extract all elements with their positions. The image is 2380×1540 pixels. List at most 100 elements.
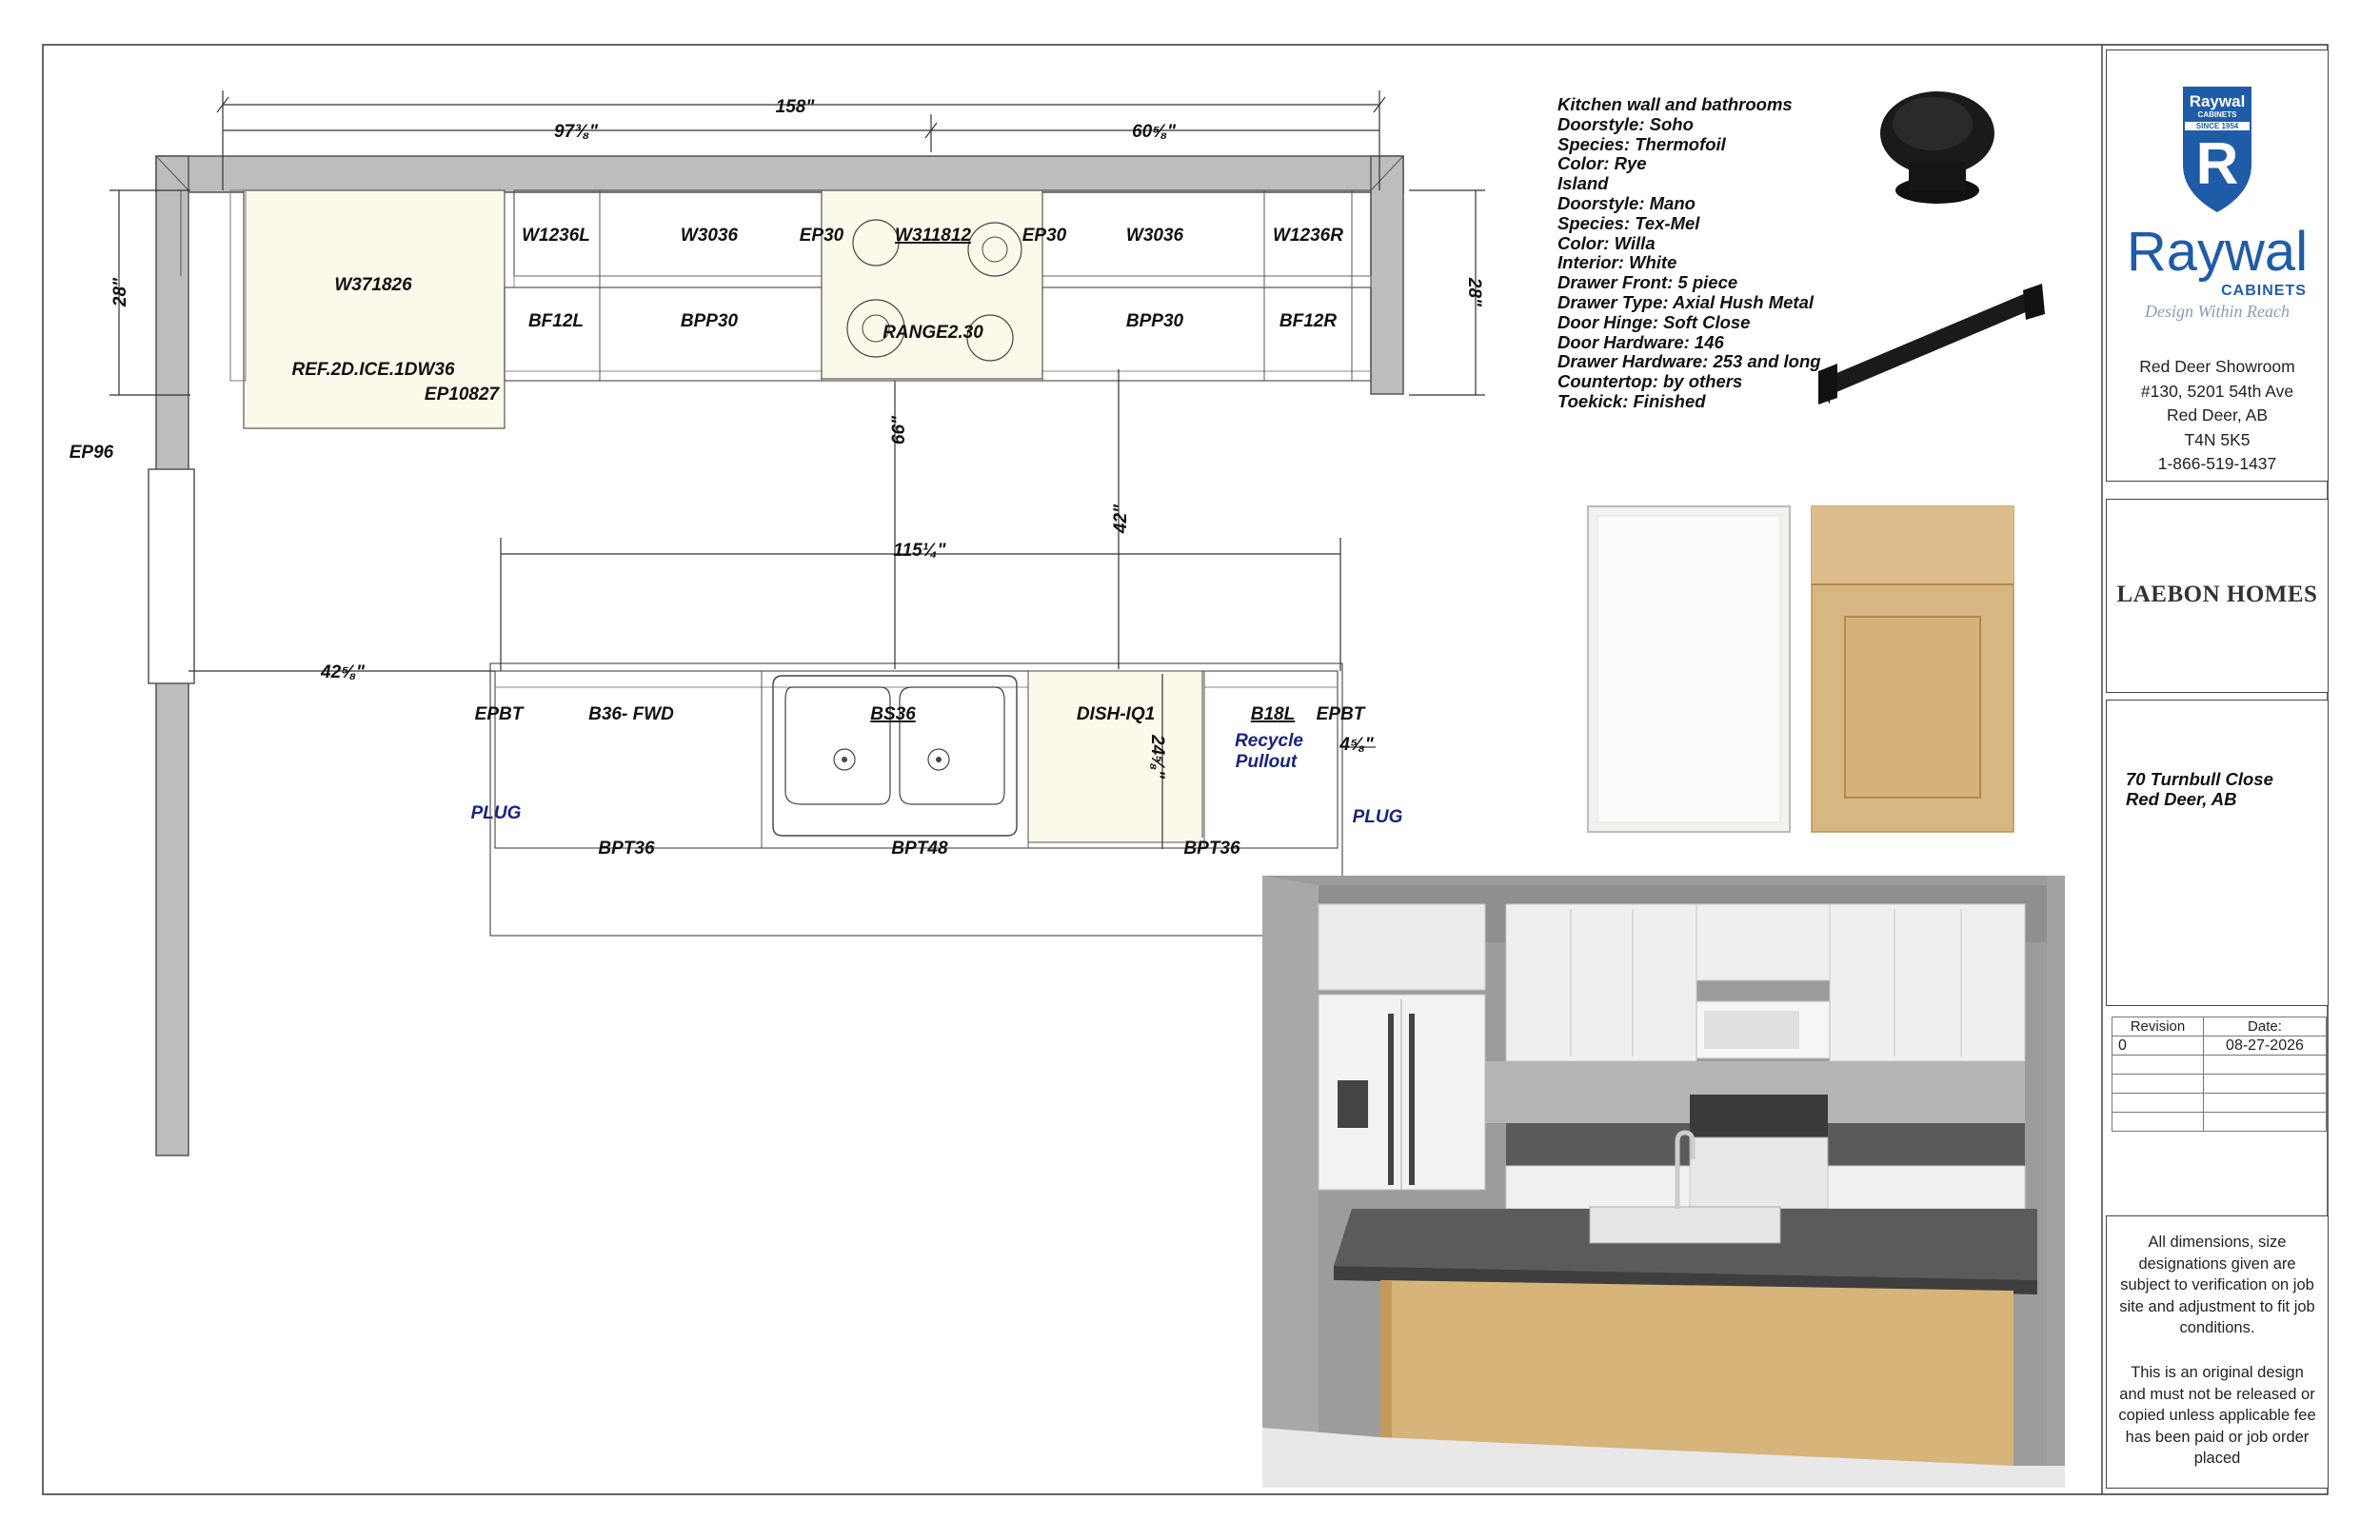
label-bpp30-right: BPP30 [1126, 311, 1184, 331]
label-epbt-right: EPBT [1317, 704, 1366, 724]
specifications-list: Kitchen wall and bathrooms Doorstyle: So… [1557, 94, 1821, 412]
double-sink [772, 675, 1018, 837]
dim-left-run: 97⅜" [554, 122, 599, 142]
spec-line: Drawer Type: Axial Hush Metal [1557, 291, 1815, 312]
dishwasher [1027, 670, 1205, 843]
date-header: Date: [2202, 1017, 2328, 1037]
label-epbt-left: EPBT [475, 704, 525, 724]
tagline: Design Within Reach [2145, 302, 2290, 321]
brand-sub: CABINETS [2221, 283, 2307, 299]
logo-since-text: SINCE 1954 [2185, 122, 2250, 130]
showroom-line: T4N 5K5 [2184, 429, 2251, 449]
label-bf12l: BF12L [528, 311, 584, 331]
dim-right-depth: 28" [1464, 277, 1484, 307]
label-bs36: BS36 [870, 704, 916, 724]
dim-end-panel: 4⅝" [1339, 735, 1374, 755]
spec-line: Color: Rye [1557, 153, 1647, 174]
label-bpt48: BPT48 [891, 839, 948, 859]
label-ref: REF.2D.ICE.1DW36 [291, 360, 454, 380]
logo-letter: R [2195, 131, 2239, 197]
showroom-line: 1-866-519-1437 [2157, 454, 2277, 473]
label-recycle: Recycle [1235, 731, 1303, 751]
showroom-line: Red Deer Showroom [2139, 357, 2295, 376]
project-address-block: 70 Turnbull Close Red Deer, AB [2106, 700, 2329, 1006]
label-ep96: EP96 [69, 443, 114, 463]
door-sample-willa [1811, 505, 2014, 833]
spec-line: Species: Thermofoil [1557, 133, 1726, 154]
spec-line: Toekick: Finished [1557, 390, 1706, 411]
company-block: Raywal CABINETS SINCE 1954 R Raywal CABI… [2106, 49, 2329, 482]
spec-line: Drawer Front: 5 piece [1557, 272, 1738, 293]
dim-aisle-left: 66" [889, 415, 909, 444]
spec-line: Countertop: by others [1557, 371, 1743, 392]
brand-name: Raywal [2126, 221, 2309, 283]
label-w3036-left: W3036 [681, 226, 739, 246]
logo-small-text: CABINETS [2197, 110, 2237, 119]
label-plug-right: PLUG [1353, 807, 1403, 827]
label-dish: DISH-IQ1 [1077, 704, 1155, 724]
label-bpp30-left: BPP30 [681, 311, 739, 331]
spec-line: Color: Willa [1557, 232, 1656, 253]
showroom-line: Red Deer, AB [2166, 405, 2269, 424]
spec-line: Kitchen wall and bathrooms [1557, 94, 1793, 114]
dim-dish-depth: 24⅝" [1147, 734, 1167, 780]
spec-line: Interior: White [1557, 252, 1677, 273]
revision-header: Revision [2112, 1017, 2204, 1037]
label-bpt36-right: BPT36 [1183, 839, 1240, 859]
label-b36: B36- FWD [588, 704, 674, 724]
dim-island-offset: 42⅝" [320, 662, 366, 682]
island-countertop [489, 662, 1343, 937]
disclaimer-copyright: This is an original design and must not … [2118, 1364, 2316, 1467]
spec-line: Door Hinge: Soft Close [1557, 311, 1751, 332]
label-w1236l: W1236L [522, 226, 590, 246]
label-bf12r: BF12R [1279, 311, 1337, 331]
client-name: LAEBON HOMES [2116, 582, 2318, 607]
label-ep30-left: EP30 [800, 226, 844, 246]
kitchen-rendering [1262, 876, 2065, 1488]
label-w3036-right: W3036 [1126, 226, 1184, 246]
spec-line: Species: Tex-Mel [1557, 212, 1700, 233]
showroom-address: Red Deer Showroom #130, 5201 54th Ave Re… [2107, 355, 2328, 477]
label-range: RANGE2.30 [883, 323, 983, 343]
burner [966, 314, 1014, 362]
range-hood-area [821, 189, 1043, 380]
spec-line: Island [1557, 173, 1609, 194]
dim-aisle-right: 42" [1111, 503, 1131, 534]
spec-line: Drawer Hardware: 253 and long [1557, 351, 1821, 372]
burner [852, 219, 900, 267]
fridge [243, 189, 506, 429]
spec-line: Doorstyle: Soho [1557, 113, 1694, 134]
knob-icon [1880, 91, 1994, 204]
spec-line: Door Hardware: 146 [1557, 331, 1724, 352]
dim-island-length: 115¼" [893, 541, 946, 561]
label-pullout: Pullout [1236, 752, 1298, 772]
island-cabinets [494, 670, 1339, 849]
address-line-2: Red Deer, AB [2126, 789, 2237, 809]
label-ep10827: EP10827 [425, 385, 501, 405]
label-bpt36-left: BPT36 [598, 839, 655, 859]
label-w311812: W311812 [895, 226, 971, 246]
disclaimer-block: All dimensions, size designations given … [2106, 1215, 2329, 1489]
showroom-line: #130, 5201 54th Ave [2140, 381, 2294, 401]
label-w1236r: W1236R [1273, 226, 1343, 246]
dim-right-run: 60⅝" [1132, 122, 1177, 142]
door-sample-rye [1587, 505, 1791, 833]
dim-left-depth: 28" [110, 277, 130, 307]
dimension-lines [109, 90, 1485, 849]
revision-number: 0 [2112, 1036, 2204, 1056]
label-w371826: W371826 [334, 275, 412, 295]
burner [846, 299, 905, 358]
logo-top-text: Raywal [2189, 92, 2246, 110]
dim-overall: 158" [776, 97, 816, 117]
back-wall [155, 155, 1404, 193]
label-b18l: B18L [1251, 704, 1295, 724]
revision-date: 08-27-2026 [2202, 1036, 2328, 1056]
right-wall [1370, 155, 1404, 395]
drawer-pull-icon [1818, 284, 2045, 405]
address-line-1: 70 Turnbull Close [2126, 769, 2273, 789]
door-opening [148, 468, 195, 684]
client-block: LAEBON HOMES [2106, 499, 2329, 693]
spec-line: Doorstyle: Mano [1557, 192, 1696, 213]
